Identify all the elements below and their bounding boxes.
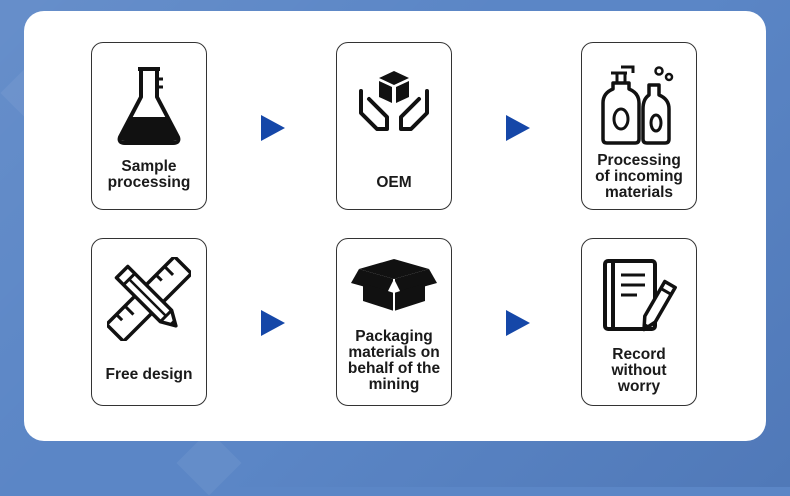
step-oem: OEM <box>336 42 452 210</box>
process-card: Sample processing OEM Processing of inco… <box>24 11 766 441</box>
step-label: OEM <box>376 174 412 191</box>
flow-arrow <box>506 115 530 141</box>
flask-icon <box>117 67 181 145</box>
step-record-without-worry: Record without worry <box>581 238 697 406</box>
step-label: Free design <box>105 366 193 383</box>
step-sample-processing: Sample processing <box>91 42 207 210</box>
step-packaging-materials: Packaging materials on behalf of the min… <box>336 238 452 406</box>
open-box-icon <box>351 259 437 311</box>
flow-arrow <box>506 310 530 336</box>
notebook-pen-icon <box>603 259 677 332</box>
flow-arrow <box>261 115 285 141</box>
bottles-icon <box>601 65 674 145</box>
flow-arrow <box>261 310 285 336</box>
pencil-ruler-icon <box>107 257 191 341</box>
step-label: Sample processing <box>107 158 191 191</box>
hands-box-icon <box>359 71 429 131</box>
step-label: Processing of incoming materials <box>595 152 683 201</box>
step-label: Packaging materials on behalf of the min… <box>347 328 441 393</box>
step-label: Record without worry <box>611 346 667 395</box>
step-free-design: Free design <box>91 238 207 406</box>
step-processing-incoming-materials: Processing of incoming materials <box>581 42 697 210</box>
